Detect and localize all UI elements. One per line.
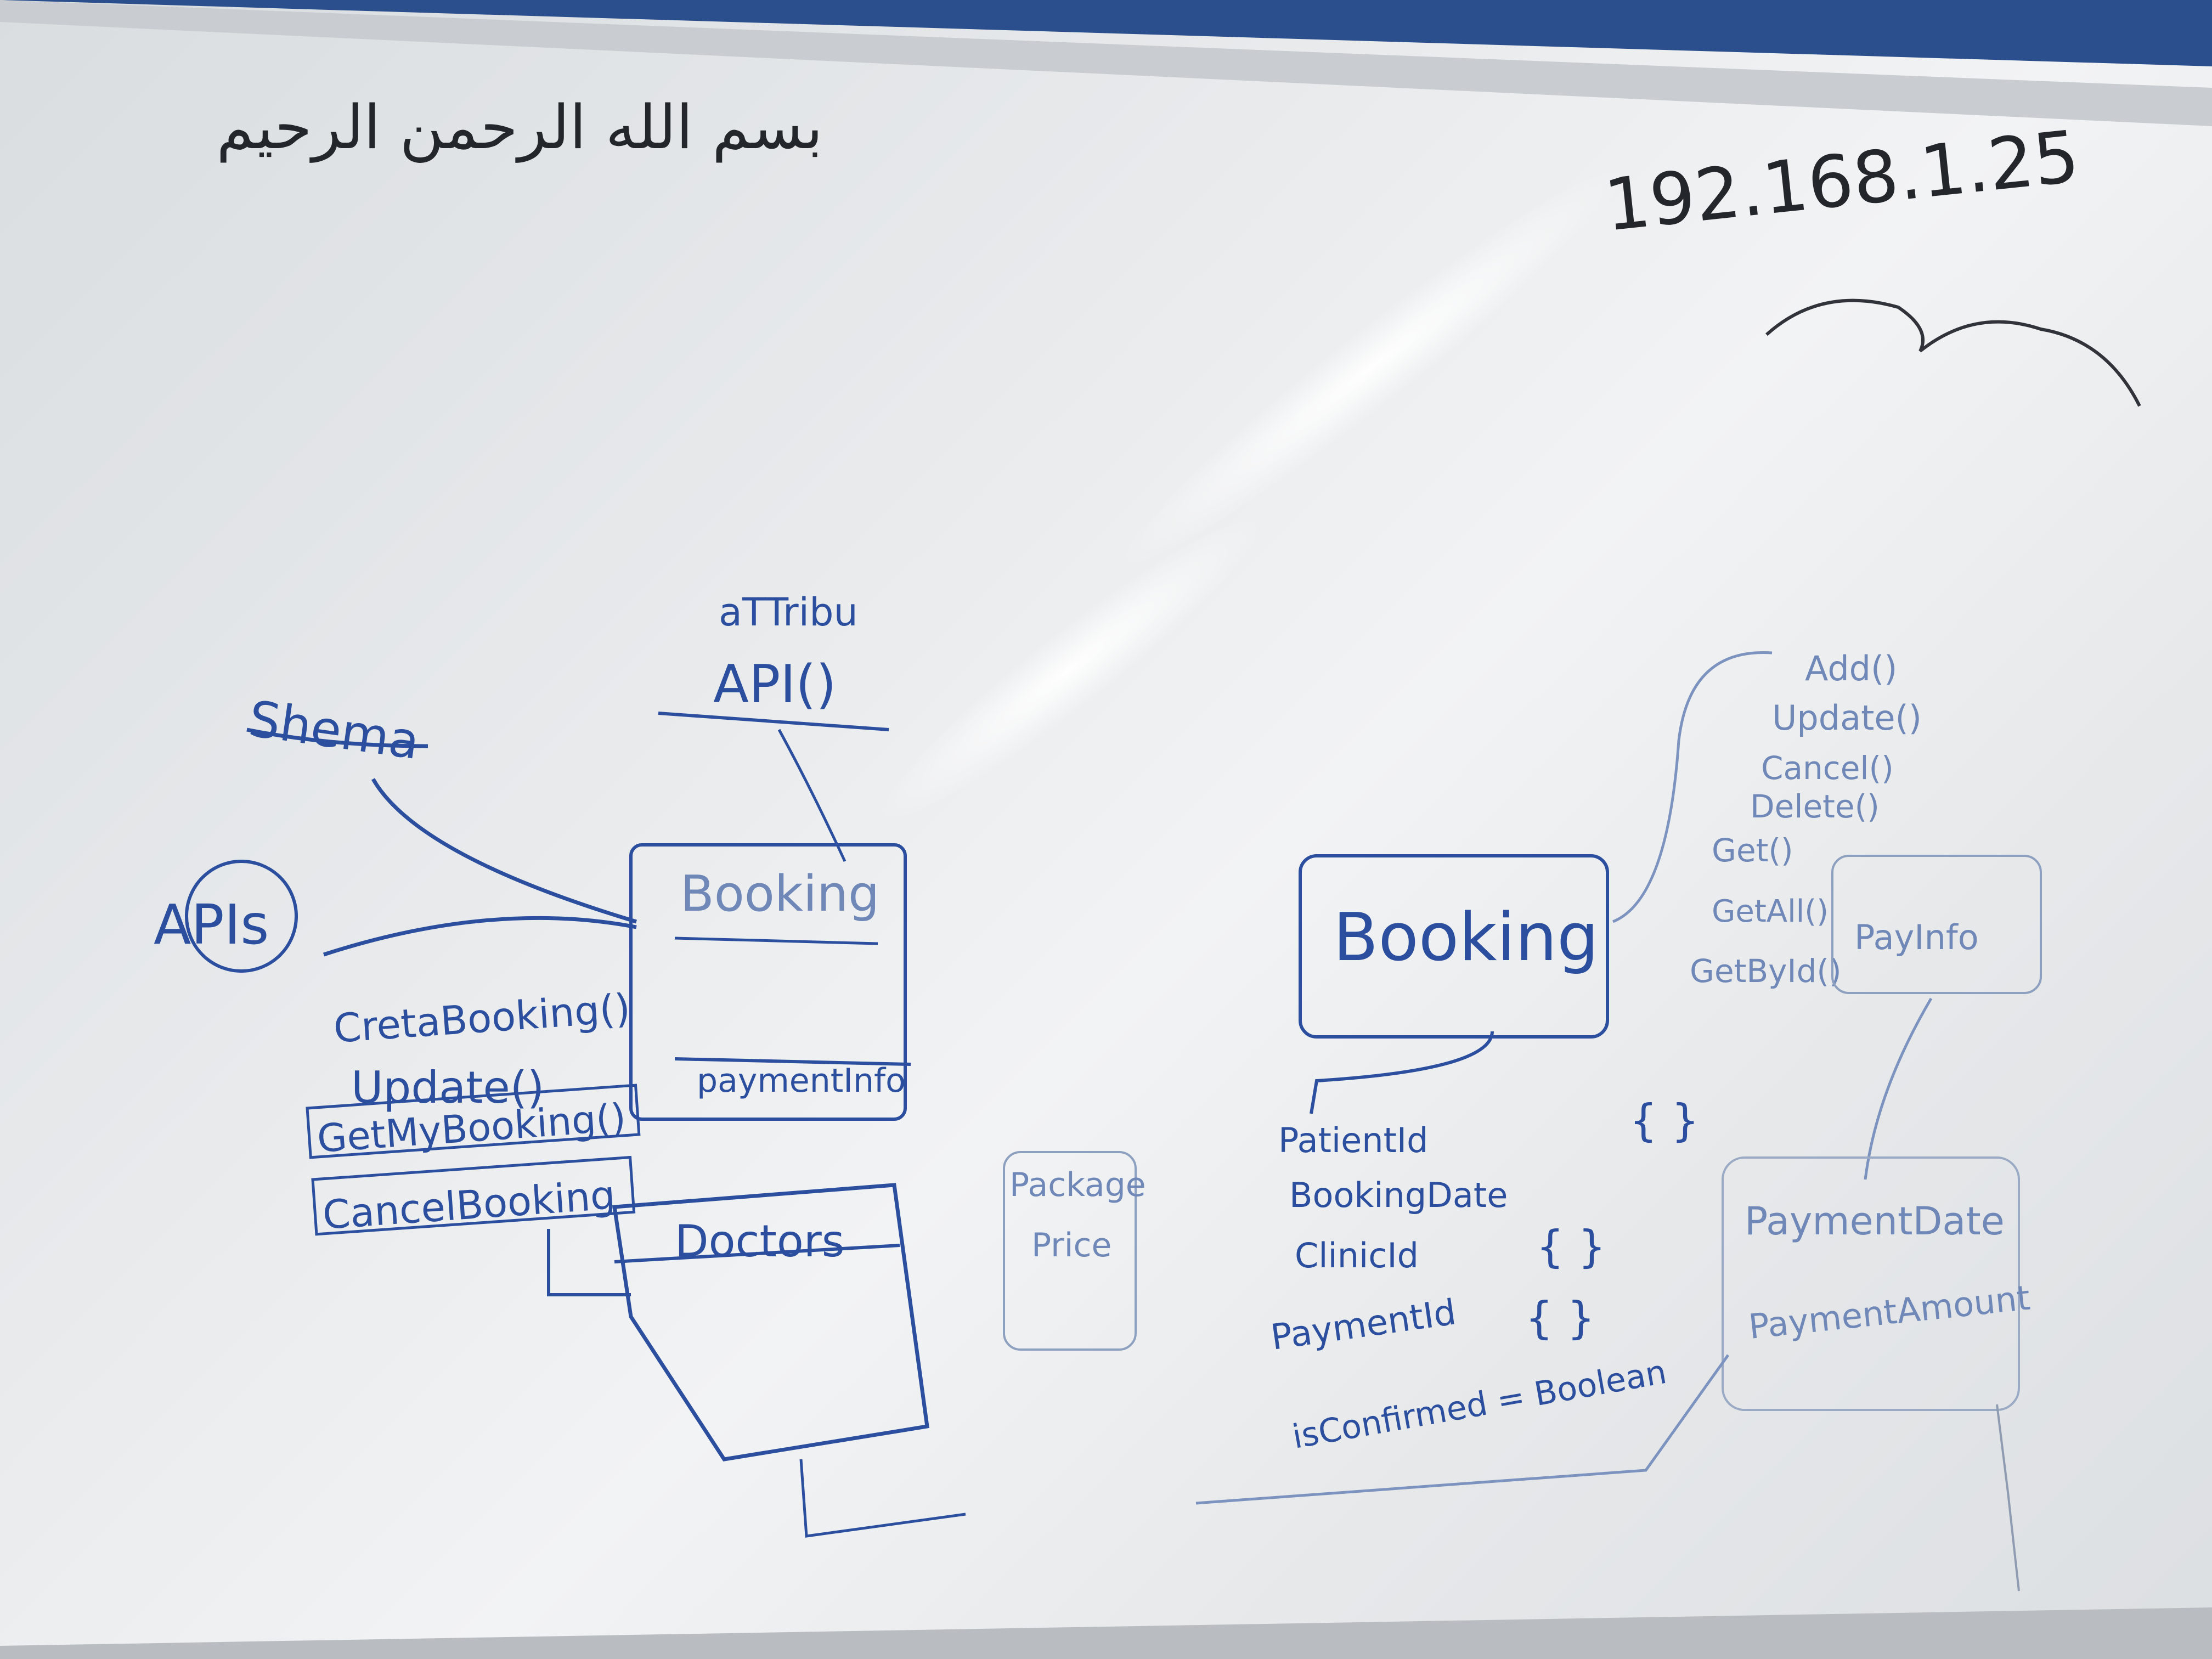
field-value-3: { } (1525, 1293, 1595, 1344)
doctors-divider (614, 1244, 900, 1263)
methods-connector (1612, 651, 1773, 923)
payinfo-box (1831, 855, 2042, 994)
faint-line (1996, 1404, 2020, 1592)
payment-box (1722, 1156, 2020, 1411)
payinfo-label: PayInfo (1854, 917, 1979, 957)
field-clinic-id: ClinicId (1295, 1235, 1419, 1276)
schema-label: Shema (245, 690, 423, 771)
package-label: Package (1009, 1166, 1146, 1204)
booking-box-divider (674, 936, 878, 945)
get-my-booking-box (306, 1084, 641, 1159)
cancel-booking-box (311, 1155, 636, 1236)
apis-label: APIs (154, 893, 269, 957)
apis-circle (185, 860, 298, 973)
payment-info-label: paymentInfo (697, 1062, 906, 1100)
doctors-arrow (547, 1229, 631, 1296)
booking-down-arrow (1310, 1031, 1494, 1114)
ip-address-text: 192.168.1.25 (1600, 115, 2083, 247)
cloud-sketch (1765, 298, 2141, 407)
field-payment-id: PaymentId (1268, 1292, 1459, 1358)
method-delete: Delete() (1750, 788, 1880, 825)
field-value-1: { } (1629, 1095, 1699, 1146)
method-update-right: Update() (1772, 698, 1922, 738)
method-get-all: GetAll() (1712, 894, 1829, 929)
payment-date-label: PaymentDate (1745, 1199, 2005, 1244)
right-booking-title: Booking (1333, 900, 1599, 976)
payment-connector (1195, 1354, 1730, 1505)
basmala-text: بسم الله الرحمن الرحيم (216, 92, 823, 163)
booking-box (629, 843, 907, 1121)
field-booking-date: BookingDate (1289, 1175, 1508, 1215)
field-value-2: { } (1536, 1221, 1606, 1272)
method-update: Update() (351, 1062, 544, 1113)
schema-underline (246, 727, 428, 748)
api-connector (777, 729, 847, 862)
apis-arrow (323, 916, 637, 957)
method-get: Get() (1712, 832, 1793, 869)
method-get-by-id: GetById() (1690, 952, 1842, 990)
doctors-box (612, 1183, 929, 1462)
right-booking-box (1299, 854, 1609, 1039)
payment-info-line (674, 1057, 911, 1066)
method-cancel: Cancel() (1761, 749, 1894, 787)
attribute-label: aTTribu (719, 590, 858, 635)
schema-arrow (371, 778, 637, 924)
method-cancel-booking: CancelBooking (321, 1172, 617, 1238)
field-is-confirmed: isConfirmed = Boolean (1289, 1353, 1669, 1457)
field-patient-id: PatientId (1278, 1120, 1429, 1160)
method-add: Add() (1805, 648, 1897, 689)
doctors-box-title: Doctors (675, 1216, 844, 1267)
payment-amount-label: PaymentAmount (1747, 1277, 2032, 1346)
api-underline (658, 712, 889, 731)
api-label: API() (713, 654, 836, 715)
method-create-booking: CretaBooking() (332, 985, 631, 1052)
price-label: Price (1031, 1226, 1111, 1265)
package-box (1003, 1151, 1137, 1351)
doctors-connector (799, 1459, 966, 1538)
payinfo-connector (1864, 997, 1933, 1180)
booking-box-title: Booking (680, 865, 879, 923)
